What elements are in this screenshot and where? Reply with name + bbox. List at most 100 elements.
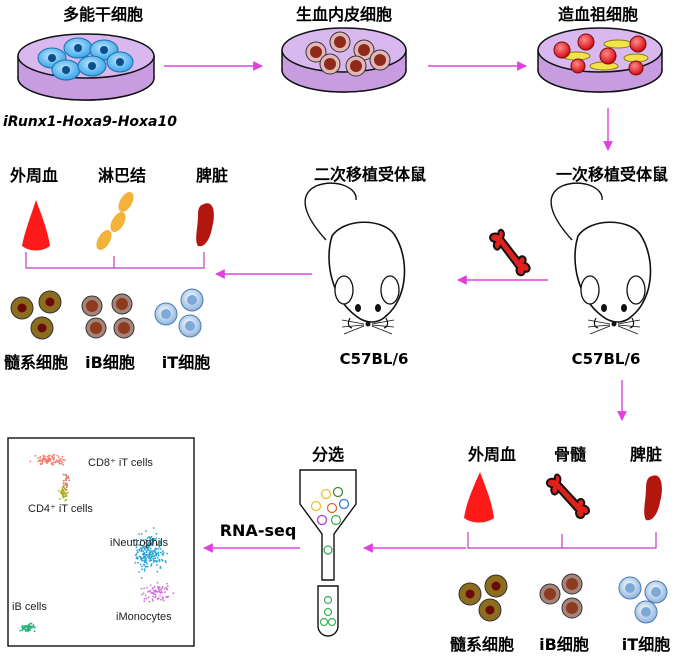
umap-point: [146, 544, 148, 547]
umap-point: [162, 599, 165, 602]
umap-point: [45, 459, 48, 462]
umap-point: [148, 557, 151, 560]
umap-point: [166, 587, 168, 590]
umap-point: [158, 586, 161, 589]
umap-point: [147, 542, 150, 545]
umap-point: [57, 460, 60, 463]
umap-point: [149, 550, 151, 552]
umap-point: [140, 587, 143, 590]
umap-point: [153, 539, 156, 541]
umap-point: [65, 495, 67, 498]
umap-point: [147, 596, 150, 599]
umap-point: [135, 546, 138, 549]
umap-point: [62, 463, 64, 466]
secondary-recipient-label: 二次移植受体鼠: [314, 165, 426, 184]
strain-secondary-label: C57BL/6: [340, 350, 409, 368]
umap-point: [146, 540, 149, 542]
umap-point: [63, 459, 66, 462]
construct-label: iRunx1-Hoxa9-Hoxa10: [3, 114, 177, 130]
umap-point: [66, 477, 68, 479]
umap-point: [56, 459, 58, 462]
umap-point: [143, 587, 146, 590]
umap-point: [29, 460, 32, 463]
umap-point: [67, 491, 69, 494]
umap-point: [61, 489, 63, 492]
umap-point: [140, 538, 142, 541]
umap-point: [155, 560, 158, 562]
umap-point: [144, 542, 147, 544]
bracket-bottom: [467, 532, 657, 549]
umap-point: [149, 538, 152, 541]
umap-point: [37, 460, 40, 462]
umap-point: [143, 568, 146, 571]
umap-point: [148, 555, 151, 558]
umap-point: [162, 554, 165, 556]
umap-point: [145, 561, 148, 564]
umap-point: [65, 479, 68, 481]
umap-point: [166, 585, 169, 587]
umap-point: [156, 598, 159, 600]
umap-point: [149, 559, 152, 561]
umap-point: [67, 477, 70, 480]
umap-point: [149, 552, 152, 554]
umap-point: [67, 475, 69, 478]
umap-point: [154, 589, 157, 591]
umap-point: [144, 594, 147, 597]
primary-mouse-icon: [550, 182, 652, 335]
umap-point: [157, 548, 160, 550]
umap-point: [52, 458, 55, 461]
umap-point: [144, 545, 147, 547]
umap-point: [140, 593, 143, 596]
umap-point: [141, 565, 143, 568]
umap-point: [150, 553, 153, 556]
umap-point: [161, 585, 164, 588]
umap-point: [142, 550, 145, 553]
umap-point: [163, 587, 166, 590]
umap-point: [150, 564, 152, 567]
umap-point: [34, 454, 37, 457]
stage-label-hpc: 造血祖细胞: [558, 5, 638, 24]
umap-label-monocytes: iMonocytes: [116, 611, 172, 623]
umap-point: [156, 557, 159, 559]
umap-point: [160, 598, 162, 601]
umap-point: [157, 597, 160, 600]
primary-recipient-label: 一次移植受体鼠: [556, 165, 668, 184]
stage-label-psc: 多能干细胞: [63, 5, 143, 24]
umap-point: [54, 461, 57, 464]
umap-point: [161, 550, 164, 553]
umap-point: [149, 584, 152, 587]
umap-point: [62, 482, 65, 485]
umap-point: [141, 553, 144, 556]
umap-point: [164, 561, 167, 564]
spleen-icon-bottom: [644, 475, 662, 521]
umap-point: [146, 549, 148, 552]
umap-point: [158, 560, 161, 563]
umap-point: [162, 597, 164, 600]
umap-point: [48, 460, 51, 463]
umap-point: [41, 463, 43, 465]
umap-point: [58, 462, 61, 465]
umap-point: [62, 489, 65, 492]
umap-point: [58, 489, 60, 492]
umap-point: [143, 600, 146, 602]
umap-point: [140, 533, 143, 535]
umap-point: [164, 591, 166, 594]
umap-point: [150, 541, 152, 544]
tissue-spleen-label-bottom: 脾脏: [630, 445, 662, 464]
ib-cells-top: [81, 293, 135, 339]
umap-point: [29, 622, 32, 625]
umap-point: [152, 552, 154, 555]
umap-point: [148, 600, 151, 603]
petri-dish-psc: [17, 33, 155, 101]
umap-point: [51, 455, 54, 458]
umap-point: [147, 590, 150, 593]
umap-point: [156, 586, 159, 589]
umap-point: [65, 489, 67, 491]
bracket-top: [25, 252, 205, 269]
umap-point: [136, 549, 139, 551]
umap-point: [149, 547, 152, 550]
umap-point: [136, 557, 139, 560]
umap-point: [60, 458, 62, 460]
umap-point: [30, 622, 33, 625]
umap-point: [156, 581, 159, 584]
